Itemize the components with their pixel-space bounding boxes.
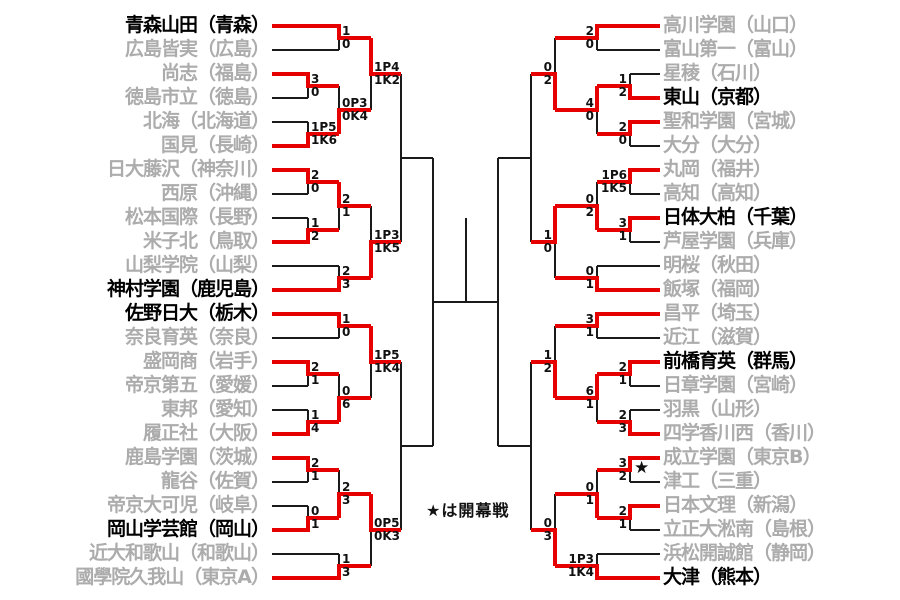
team-label-left-13: 奈良育英（奈良） — [124, 326, 270, 348]
team-label-left-0: 青森山田（青森） — [124, 14, 270, 36]
team-label-left-4: 北海（北海道） — [142, 110, 270, 132]
team-label-right-10: 明桜（秋田） — [663, 254, 772, 276]
team-label-left-5: 国見（長崎） — [160, 134, 270, 156]
team-label-right-4: 聖和学園（宮城） — [663, 110, 808, 132]
winner-path-lines — [272, 24, 660, 580]
team-label-left-2: 尚志（福島） — [160, 62, 270, 84]
team-label-right-8: 日体大柏（千葉） — [663, 206, 808, 228]
team-label-right-11: 飯塚（福岡） — [663, 278, 772, 300]
team-label-right-16: 羽黒（山形） — [663, 398, 772, 420]
team-label-right-21: 立正大淞南（島根） — [663, 518, 826, 540]
team-label-right-12: 昌平（埼玉） — [663, 302, 772, 324]
opening-match-note: ★は開幕戦 — [426, 501, 510, 520]
team-label-right-15: 日章学園（宮崎） — [663, 374, 808, 396]
team-label-right-13: 近江（滋賀） — [663, 326, 772, 348]
team-label-right-9: 芦屋学園（兵庫） — [663, 230, 808, 252]
team-label-left-1: 広島皆実（広島） — [124, 38, 270, 60]
team-label-left-8: 松本国際（長野） — [124, 206, 270, 228]
team-label-left-18: 鹿島学園（茨城） — [124, 446, 270, 468]
team-label-left-11: 神村学園（鹿児島） — [106, 278, 270, 300]
team-label-right-0: 高川学園（山口） — [663, 14, 808, 36]
team-label-right-22: 浜松開誠館（静岡） — [663, 542, 826, 564]
team-label-left-16: 東邦（愛知） — [160, 398, 270, 420]
team-label-right-14: 前橋育英（群馬） — [663, 350, 808, 372]
team-label-right-20: 日本文理（新潟） — [663, 494, 808, 516]
team-label-right-23: 大津（熊本） — [663, 566, 772, 588]
team-label-left-19: 龍谷（佐賀） — [160, 470, 270, 492]
team-label-left-20: 帝京大可児（岐阜） — [106, 494, 270, 516]
team-label-right-3: 東山（京都） — [663, 86, 772, 108]
team-label-left-10: 山梨学院（山梨） — [124, 254, 270, 276]
team-label-left-3: 徳島市立（徳島） — [124, 86, 270, 108]
opening-match-star-icon: ★ — [634, 458, 650, 478]
team-label-left-23: 國學院久我山（東京A） — [75, 566, 270, 588]
team-label-left-6: 日大藤沢（神奈川） — [106, 158, 270, 180]
team-label-right-17: 四学香川西（香川） — [663, 422, 826, 444]
team-label-left-14: 盛岡商（岩手） — [142, 350, 270, 372]
team-label-left-9: 米子北（鳥取） — [142, 230, 270, 252]
team-label-left-7: 西原（沖縄） — [160, 182, 270, 204]
team-label-right-5: 大分（大分） — [663, 134, 772, 156]
team-label-right-7: 高知（高知） — [663, 182, 772, 204]
team-label-right-18: 成立学園（東京B） — [663, 446, 821, 468]
team-label-right-2: 星稜（石川） — [663, 62, 772, 84]
team-label-right-6: 丸岡（福井） — [663, 158, 772, 180]
team-label-left-21: 岡山学芸館（岡山） — [106, 518, 270, 540]
team-label-left-12: 佐野日大（栃木） — [124, 302, 270, 324]
team-label-left-22: 近大和歌山（和歌山） — [88, 542, 270, 564]
team-label-left-15: 帝京第五（愛媛） — [124, 374, 270, 396]
team-label-right-1: 富山第一（富山） — [663, 38, 808, 60]
team-label-left-17: 履正社（大阪） — [142, 422, 270, 444]
team-label-right-19: 津工（三重） — [663, 470, 772, 492]
bracket-base-lines — [272, 25, 660, 579]
